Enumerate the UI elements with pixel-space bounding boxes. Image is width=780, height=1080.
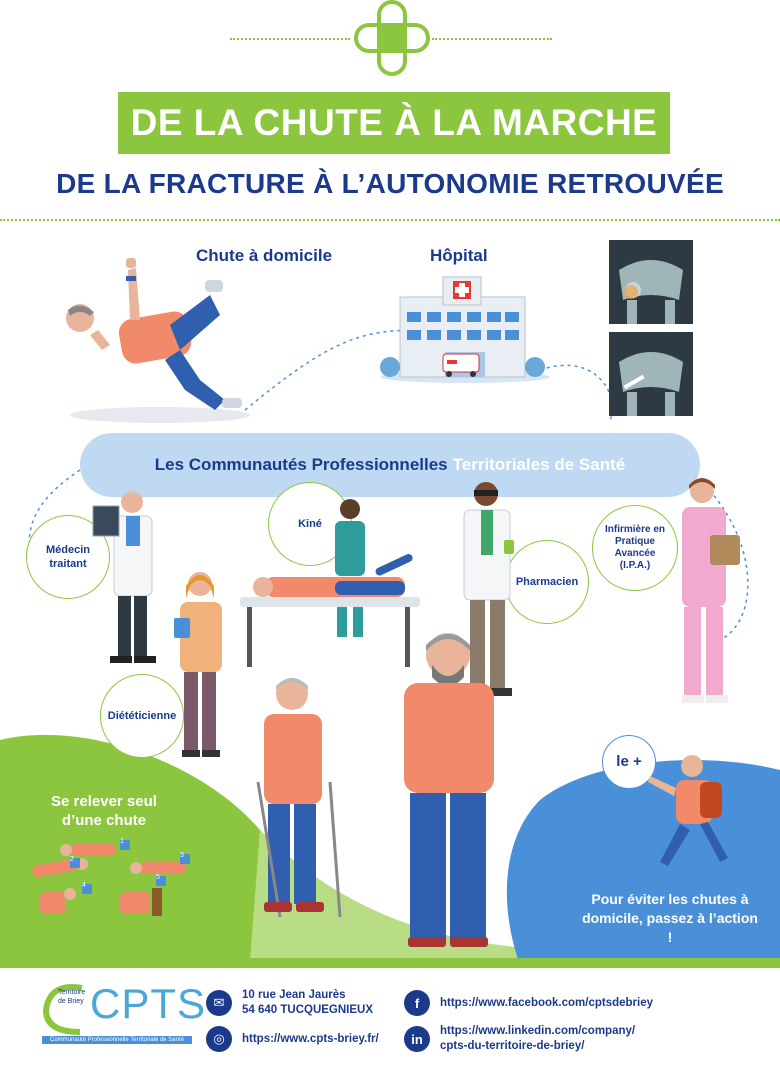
- linkedin-line1: https://www.linkedin.com/company/: [440, 1025, 636, 1037]
- cpts-logo-letters: CPTS: [90, 980, 207, 1027]
- doctor-illustration: [92, 490, 156, 663]
- footer-divider: [0, 958, 780, 968]
- subtitle: DE LA FRACTURE À L’AUTONOMIE RETROUVÉE: [56, 168, 724, 199]
- linkedin-line2: cpts-du-territoire-de-briey/: [440, 1040, 585, 1052]
- linkedin-icon: in: [404, 1026, 430, 1052]
- website-icon: ◎: [206, 1026, 232, 1052]
- section-divider: [0, 219, 780, 221]
- relever-title: Se relever seul d’une chute: [51, 793, 157, 829]
- bubble-dieteticienne: Diététicienne: [100, 674, 184, 758]
- cpts-logo-map-icon: [42, 984, 83, 1035]
- address-line1: 10 rue Jean Jaurès: [242, 989, 346, 1001]
- bonus-text: Pour éviter les chutes à domicile, passe…: [582, 891, 758, 945]
- cpts-logo-small: Territoire de Briey: [58, 989, 86, 1005]
- relever-step-5: 5: [156, 874, 160, 881]
- linkedin-link[interactable]: https://www.linkedin.com/company/ cpts-d…: [440, 1024, 635, 1054]
- xray-repaired-image: [609, 332, 693, 416]
- relever-step-3: 3: [180, 852, 184, 859]
- relever-step-2: 2: [70, 856, 74, 863]
- physio-table-illustration: [240, 499, 420, 667]
- man-with-crutches-illustration: [256, 678, 342, 918]
- top-dotted-line-left: [230, 38, 350, 40]
- xray-fracture-image: [609, 240, 693, 324]
- facebook-link[interactable]: https://www.facebook.com/cptsdebriey: [440, 997, 654, 1009]
- medical-cross-icon: [354, 0, 430, 76]
- standing-man-illustration: [404, 633, 494, 947]
- running-man-illustration: [648, 755, 728, 866]
- falling-man-illustration: [66, 258, 250, 423]
- dietitian-illustration: [174, 572, 222, 757]
- website-link[interactable]: https://www.cpts-briey.fr/: [242, 1033, 379, 1045]
- cpts-logo-tagline: Communauté Professionnelle Territoriale …: [42, 1036, 192, 1044]
- address-block: 10 rue Jean Jaurès 54 640 TUCQUEGNIEUX: [242, 988, 373, 1018]
- cpts-band-part1: Les Communautés Professionnelles: [154, 455, 448, 474]
- cpts-logo: Territoire de Briey CPTS Communauté Prof…: [42, 980, 205, 1052]
- green-background-blob: [0, 734, 560, 960]
- pharmacist-illustration: [463, 482, 514, 696]
- step-hospital-label: Hôpital: [430, 246, 488, 265]
- cpts-band-part2: Territoriales de Santé: [452, 455, 626, 474]
- step-fall-label: Chute à domicile: [196, 246, 333, 265]
- cpts-band: Les Communautés Professionnelles Territo…: [80, 433, 700, 497]
- relever-steps-illustration: [32, 840, 190, 916]
- facebook-icon: f: [404, 990, 430, 1016]
- relever-step-4: 4: [82, 882, 86, 889]
- email-icon: ✉: [206, 990, 232, 1016]
- top-dotted-line-right: [432, 38, 552, 40]
- bubble-pharmacien: Pharmacien: [505, 540, 589, 624]
- bubble-infirmiere: Infirmière en Pratique Avancée (I.P.A.): [592, 505, 678, 591]
- hospital-building-illustration: [380, 276, 550, 383]
- main-title: DE LA CHUTE À LA MARCHE: [118, 92, 670, 154]
- bonus-badge: le +: [602, 735, 656, 789]
- nurse-illustration: [682, 478, 740, 703]
- relever-step-1: 1: [120, 838, 124, 845]
- address-line2: 54 640 TUCQUEGNIEUX: [242, 1004, 374, 1016]
